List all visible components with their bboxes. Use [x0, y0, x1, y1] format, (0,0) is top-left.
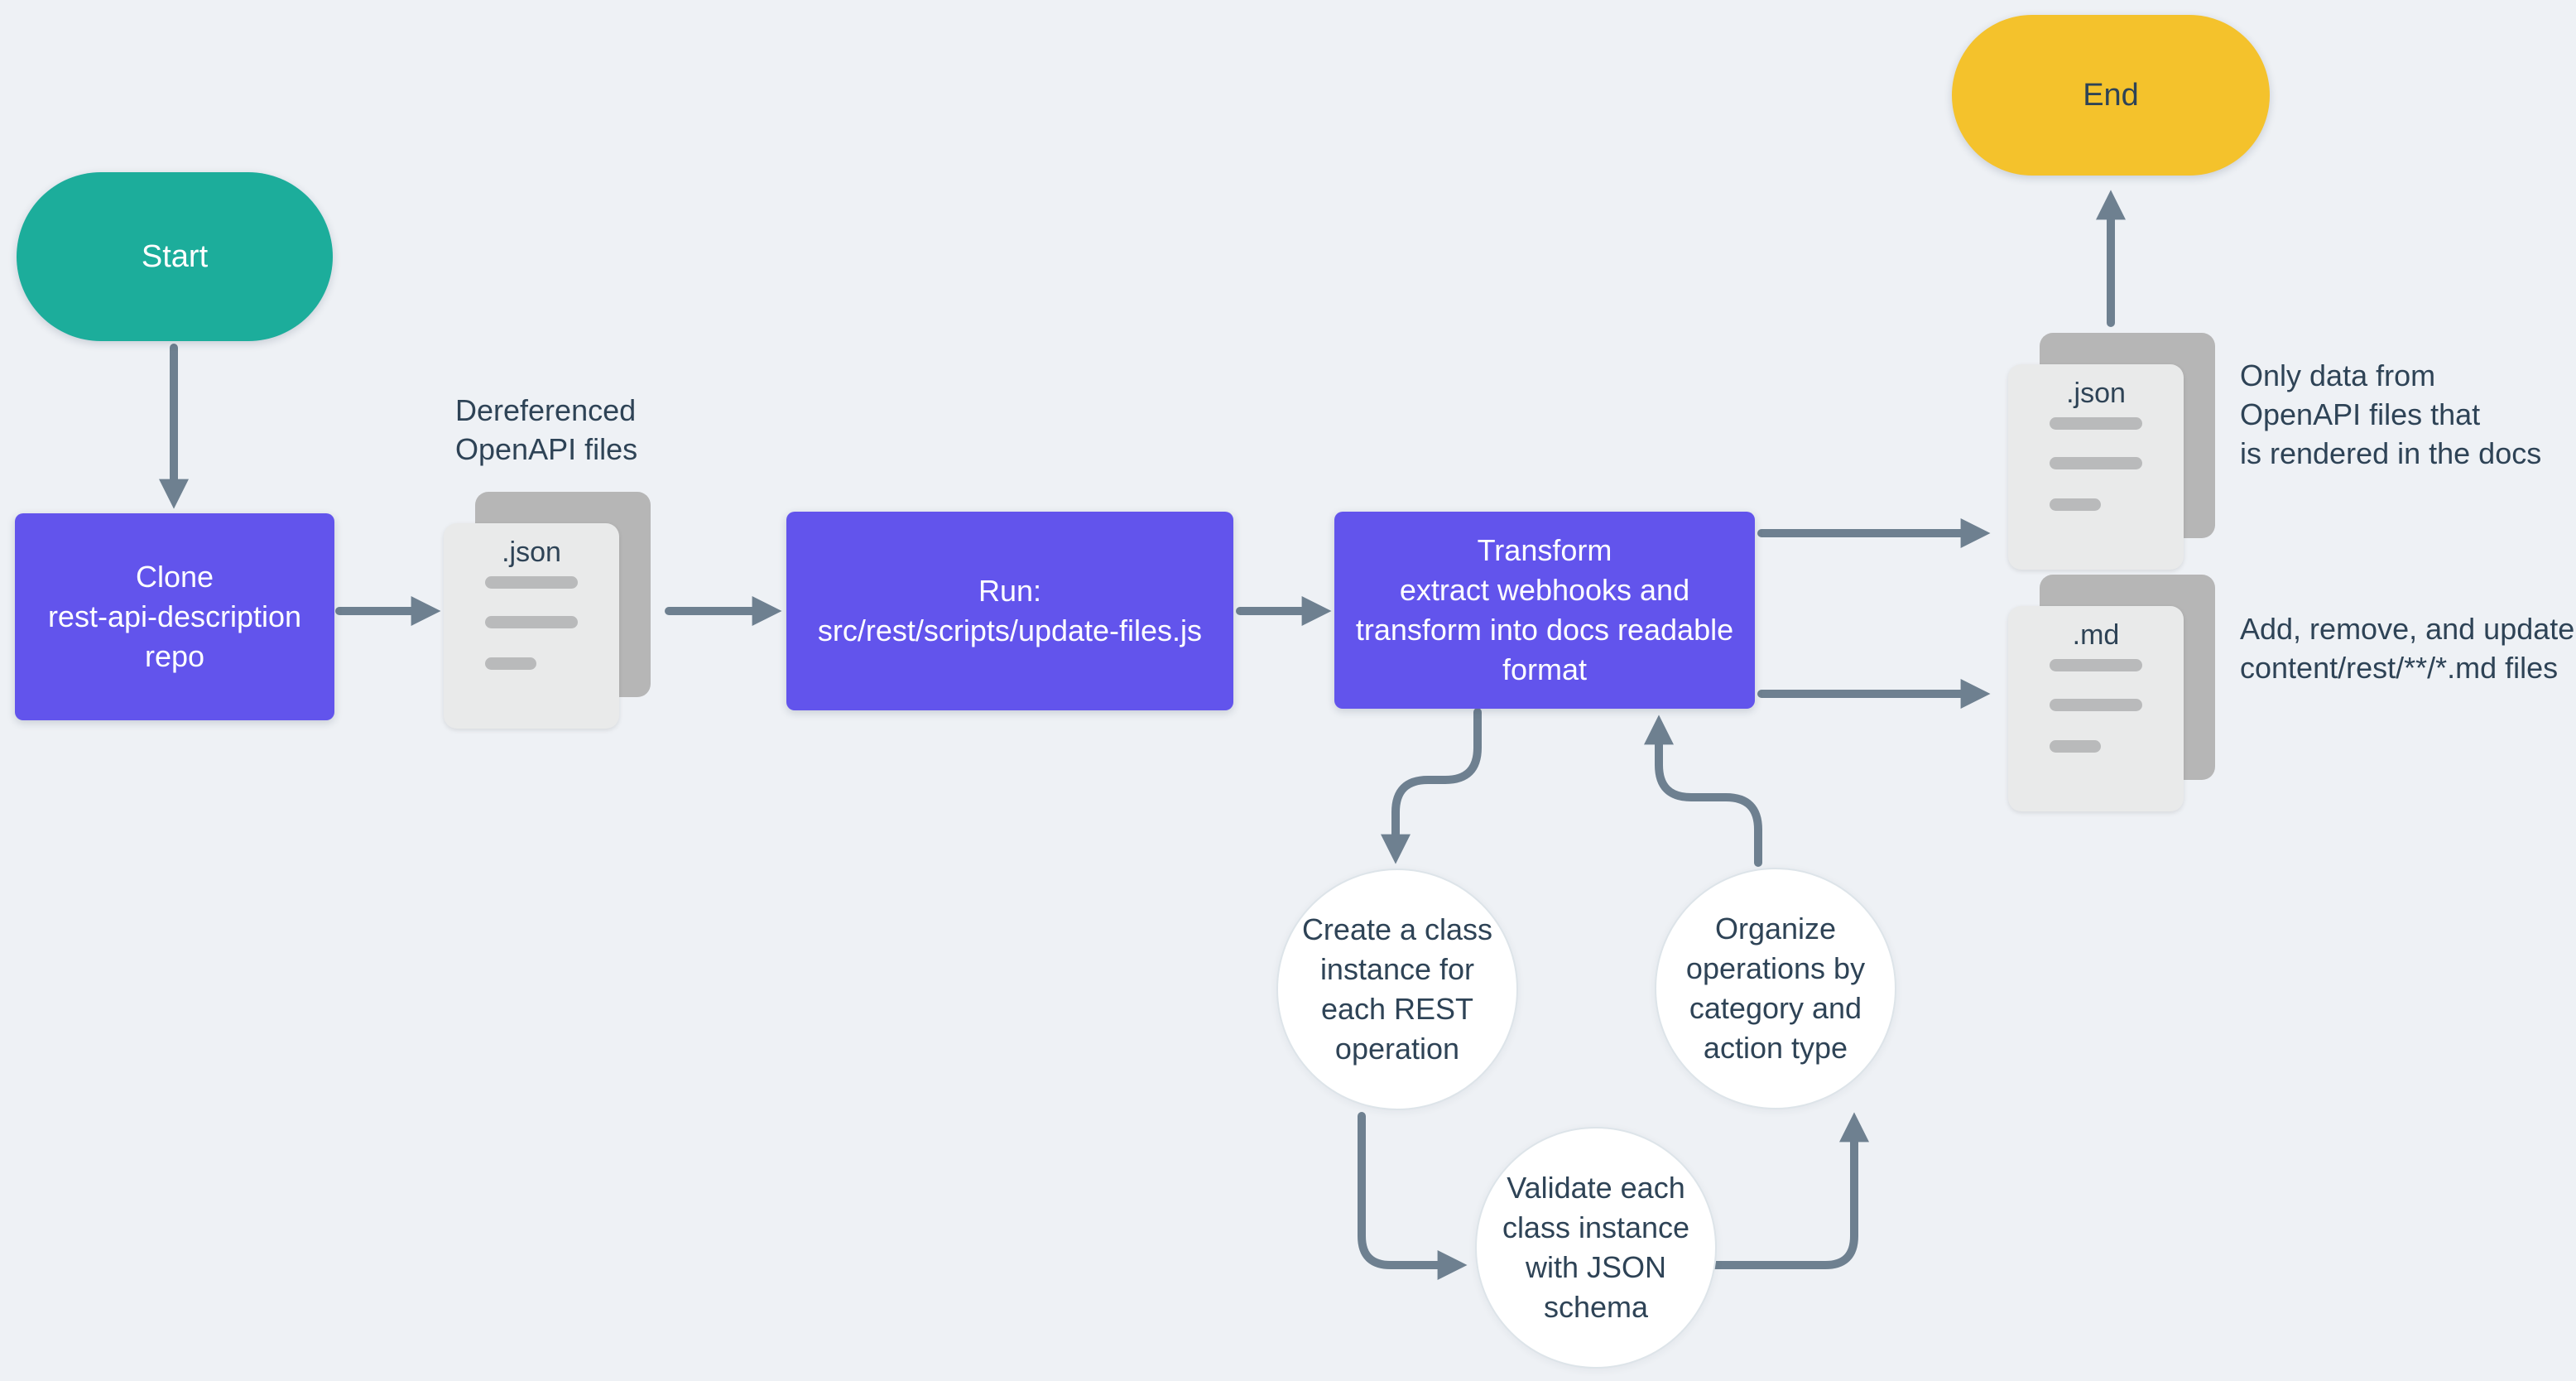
node-clone-repo-label: Clone rest-api-description repo: [47, 560, 302, 673]
node-organize-operations: Organize operations by category and acti…: [1655, 868, 1896, 1109]
node-clone-repo: Clone rest-api-description repo: [15, 513, 334, 720]
file-ext-label: .md: [2072, 619, 2120, 651]
node-start: Start: [17, 172, 333, 341]
file-text-line: [485, 576, 578, 589]
label-update-md-files: Add, remove, and update content/rest/**/…: [2240, 612, 2575, 685]
file-text-line: [485, 616, 578, 628]
node-end-label: End: [2083, 77, 2139, 113]
node-create-class-instance: Create a class instance for each REST op…: [1276, 869, 1518, 1110]
file-json-icon: .json: [2008, 333, 2217, 571]
node-end: End: [1952, 15, 2270, 176]
node-run-script-label: Run: src/rest/scripts/update-files.js: [817, 574, 1203, 647]
node-validate-instances: Validate each class instance with JSON s…: [1475, 1127, 1717, 1369]
arrow-transform-to-create-class: [1381, 708, 1482, 864]
file-ext-label: .json: [502, 537, 561, 568]
arrow-validate-to-organize: [1711, 1112, 1869, 1269]
file-json-icon: .json: [444, 492, 652, 730]
arrow-organize-to-transform: [1644, 715, 1762, 867]
file-ext-label: .json: [2066, 378, 2126, 409]
node-validate-instances-label: Validate each class instance with JSON s…: [1502, 1171, 1690, 1324]
arrow-create-class-to-validate: [1358, 1112, 1468, 1280]
file-text-line: [2050, 498, 2101, 511]
file-page-front: .json: [444, 523, 619, 729]
file-text-line: [2050, 659, 2142, 671]
node-start-label: Start: [141, 238, 209, 274]
node-run-script: Run: src/rest/scripts/update-files.js: [786, 512, 1233, 710]
file-text-line: [2050, 740, 2101, 753]
file-text-line: [2050, 417, 2142, 430]
node-organize-operations-label: Organize operations by category and acti…: [1685, 912, 1866, 1065]
node-transform: Transform extract webhooks and transform…: [1334, 512, 1755, 709]
file-text-line: [2050, 699, 2142, 711]
file-page-front: .md: [2008, 606, 2184, 811]
node-create-class-instance-label: Create a class instance for each REST op…: [1301, 912, 1493, 1066]
label-only-data-rendered: Only data from OpenAPI files that is ren…: [2240, 358, 2542, 470]
file-text-line: [2050, 457, 2142, 469]
label-dereferenced-openapi-files: Dereferenced OpenAPI files: [455, 393, 638, 466]
file-md-icon: .md: [2008, 575, 2217, 813]
file-page-front: .json: [2008, 364, 2184, 570]
node-transform-label: Transform extract webhooks and transform…: [1355, 533, 1734, 686]
file-text-line: [485, 657, 536, 670]
